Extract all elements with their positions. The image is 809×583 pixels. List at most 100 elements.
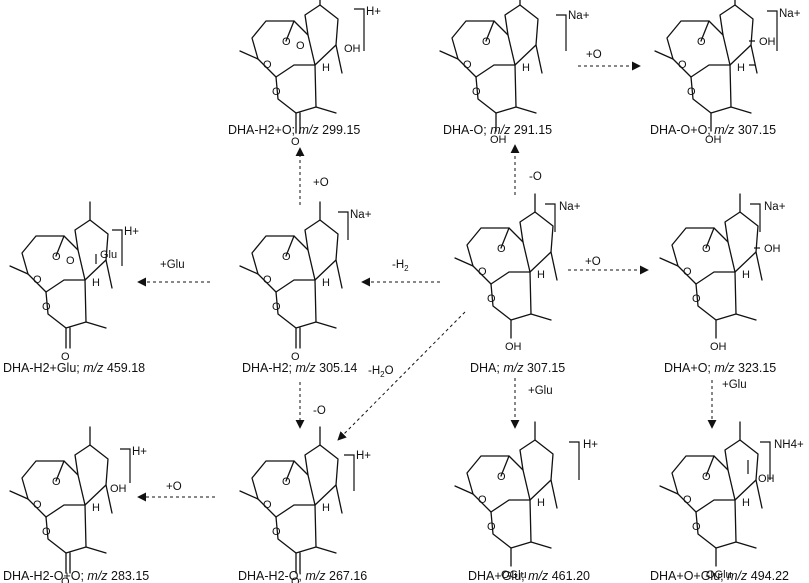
svg-text:Na+: Na+ xyxy=(350,209,372,221)
svg-text:O: O xyxy=(263,274,272,286)
svg-text:O: O xyxy=(678,59,687,71)
svg-text:Na+: Na+ xyxy=(779,8,801,20)
svg-text:OGlu: OGlu xyxy=(706,569,732,581)
arrow-label-minus-o-2: -O xyxy=(313,405,326,417)
svg-text:O: O xyxy=(61,576,70,583)
svg-text:O: O xyxy=(42,526,51,538)
caption-dha-h2-o: DHA-H2+O; m/z 299.15 xyxy=(228,123,360,137)
svg-text:O: O xyxy=(291,576,300,583)
svg-text:Glu: Glu xyxy=(100,249,117,261)
svg-text:O: O xyxy=(482,36,491,48)
svg-text:O: O xyxy=(263,499,272,511)
svg-text:H+: H+ xyxy=(124,226,139,238)
svg-text:O: O xyxy=(291,351,300,363)
structure-dha-h2-glu: O O O O O Glu H H+ xyxy=(9,201,139,363)
svg-text:O: O xyxy=(497,471,506,483)
svg-text:OH: OH xyxy=(344,43,361,55)
structure-dha-glu: O O O OGlu H H+ xyxy=(454,421,598,581)
svg-text:H: H xyxy=(322,502,330,514)
svg-text:OGlu: OGlu xyxy=(501,569,527,581)
svg-text:H: H xyxy=(537,497,545,509)
svg-text:O: O xyxy=(272,301,281,313)
svg-text:H: H xyxy=(737,62,745,74)
svg-text:H+: H+ xyxy=(132,446,147,458)
svg-text:H+: H+ xyxy=(583,439,598,451)
svg-text:O: O xyxy=(683,494,692,506)
structure-dha-o-o: O O O OH OH H Na+ xyxy=(654,0,801,146)
svg-text:NH4+: NH4+ xyxy=(774,439,804,451)
svg-text:O: O xyxy=(692,521,701,533)
structure-dha-h2-o-plus-o: O O O O OH H H+ xyxy=(9,426,147,583)
svg-text:OH: OH xyxy=(110,483,127,495)
svg-text:O: O xyxy=(487,521,496,533)
svg-text:H: H xyxy=(742,269,750,281)
structure-dha: O O O OH H Na+ xyxy=(454,193,581,353)
svg-text:O: O xyxy=(497,243,506,255)
svg-text:O: O xyxy=(282,476,291,488)
svg-text:O: O xyxy=(263,59,272,71)
structure-dha-o: O O O OH H Na+ xyxy=(439,0,590,146)
svg-text:O: O xyxy=(61,351,70,363)
svg-text:O: O xyxy=(33,274,42,286)
svg-text:O: O xyxy=(291,136,300,148)
caption-dha-glu: DHA+Glu; m/z 461.20 xyxy=(468,569,590,583)
svg-text:O: O xyxy=(463,59,472,71)
svg-text:O: O xyxy=(683,266,692,278)
svg-text:OH: OH xyxy=(505,341,522,353)
svg-text:O: O xyxy=(52,251,61,263)
svg-text:O: O xyxy=(702,243,711,255)
arrow-label-plus-o-1: +O xyxy=(313,177,329,189)
svg-text:OH: OH xyxy=(759,36,776,48)
caption-dha-o-glu: DHA+O+Glu; m/z 494.22 xyxy=(650,569,789,583)
arrow-label-minus-h2o: -H2O xyxy=(368,365,394,379)
caption-dha-o: DHA-O; m/z 291.15 xyxy=(443,123,552,137)
structure-dha-h2-o: O O O O O OH H H+ xyxy=(239,0,381,148)
svg-text:OH: OH xyxy=(710,341,727,353)
arrow-label-plus-glu-1: +Glu xyxy=(160,259,185,271)
svg-text:O: O xyxy=(692,293,701,305)
svg-text:O: O xyxy=(296,40,305,52)
svg-text:Na+: Na+ xyxy=(764,201,786,213)
svg-text:OH: OH xyxy=(764,243,781,255)
arrow-label-plus-glu-2: +Glu xyxy=(528,385,553,397)
arrow-label-minus-o-1: -O xyxy=(529,171,542,183)
svg-text:OH: OH xyxy=(490,134,507,146)
svg-text:H: H xyxy=(92,502,100,514)
caption-dha-o-o: DHA-O+O; m/z 307.15 xyxy=(650,123,776,137)
structure-dha-h2-minus-o: O O O O H H+ xyxy=(239,426,371,583)
svg-text:O: O xyxy=(282,36,291,48)
svg-text:O: O xyxy=(66,255,75,267)
arrow-label-plus-o-4: +O xyxy=(166,481,182,493)
svg-text:O: O xyxy=(33,499,42,511)
svg-text:O: O xyxy=(272,86,281,98)
svg-text:O: O xyxy=(687,86,696,98)
svg-text:O: O xyxy=(697,36,706,48)
caption-dha-plus-o: DHA+O; m/z 323.15 xyxy=(664,361,776,375)
svg-text:H: H xyxy=(92,277,100,289)
svg-text:O: O xyxy=(472,86,481,98)
svg-text:H+: H+ xyxy=(356,450,371,462)
svg-text:O: O xyxy=(282,251,291,263)
svg-text:O: O xyxy=(42,301,51,313)
svg-text:H+: H+ xyxy=(366,6,381,18)
svg-text:H: H xyxy=(522,62,530,74)
svg-text:OH: OH xyxy=(758,473,775,485)
svg-text:H: H xyxy=(322,277,330,289)
svg-text:O: O xyxy=(52,476,61,488)
caption-dha-h2-glu: DHA-H2+Glu; m/z 459.18 xyxy=(3,361,145,375)
arrow-label-plus-o-2: +O xyxy=(586,49,602,61)
structure-dha-plus-o: O O O OH OH H Na+ xyxy=(659,193,786,353)
arrow-label-plus-glu-3: +Glu xyxy=(722,379,747,391)
svg-text:O: O xyxy=(478,494,487,506)
svg-text:H: H xyxy=(322,62,330,74)
svg-text:O: O xyxy=(487,293,496,305)
arrow-label-minus-h2: -H2 xyxy=(392,259,409,273)
arrow-dha-to-dha-h2-minus-o xyxy=(337,311,466,441)
caption-dha-h2: DHA-H2; m/z 305.14 xyxy=(242,361,357,375)
svg-text:OH: OH xyxy=(705,134,722,146)
arrow-label-plus-o-3: +O xyxy=(585,256,601,268)
svg-text:H: H xyxy=(742,497,750,509)
caption-dha-h2-o-plus-o: DHA-H2-O+O; m/z 283.15 xyxy=(3,569,149,583)
svg-text:O: O xyxy=(272,526,281,538)
